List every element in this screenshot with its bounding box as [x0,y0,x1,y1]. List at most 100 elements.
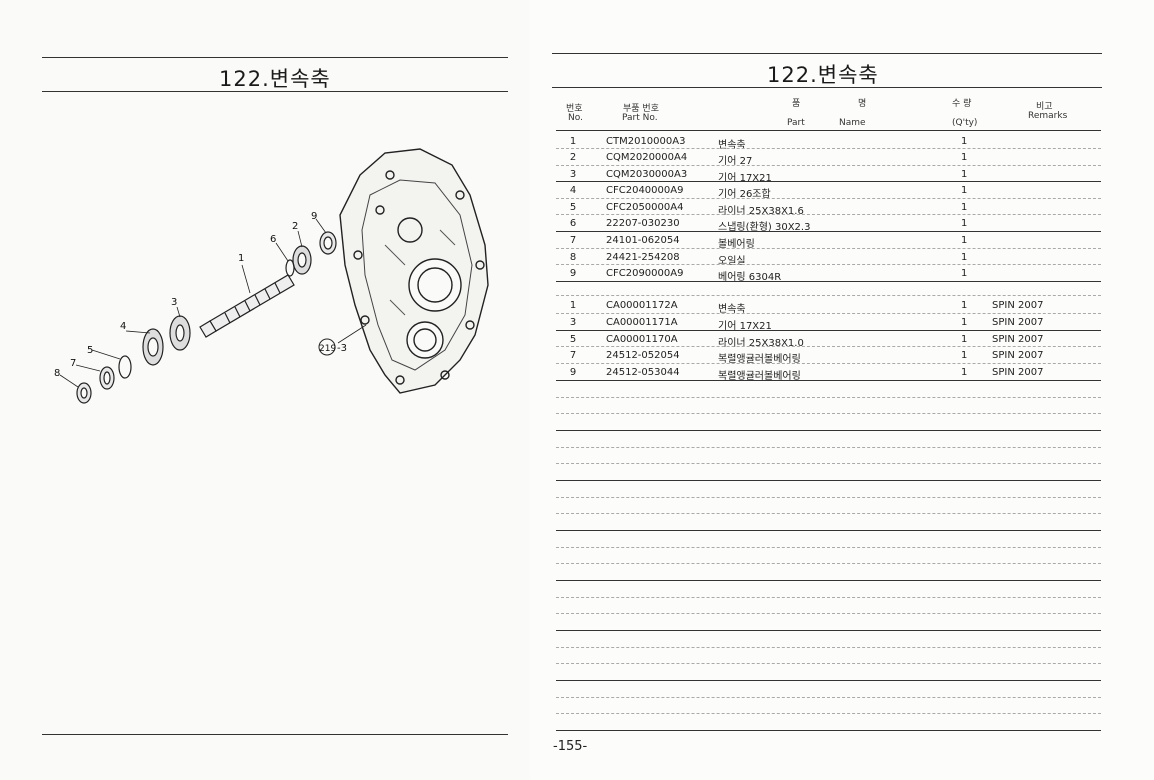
row-qty: 1 [961,169,968,180]
empty-row-line [556,697,1101,698]
row-remarks: SPIN 2007 [992,317,1044,328]
table-row: 5 CA00001170A 라이너 25X38X1.0 1 SPIN 2007 [556,332,1101,349]
right-title-rule-top [552,53,1102,54]
table-row: 1 CTM2010000A3 변속축 1 [556,134,1101,151]
page-number: -155- [553,739,588,754]
row-part-number: 24421-254208 [606,252,680,263]
header-name-en-part: Part [787,118,805,128]
row-part-name: 변속축 [718,140,746,151]
table-row: 3 CQM2030000A3 기어 17X21 1 [556,167,1101,184]
empty-row-line [556,663,1101,664]
row-part-number: CQM2020000A4 [606,152,688,163]
row-divider [556,295,1101,296]
table-row: 3 CA00001171A 기어 17X21 1 SPIN 2007 [556,315,1101,332]
row-part-name: 오일실 [718,256,746,267]
row-part-number: CQM2030000A3 [606,169,688,180]
row-divider [556,264,1101,265]
left-page-title: 122.변속축 [219,67,331,91]
row-remarks: SPIN 2007 [992,367,1044,378]
table-bottom-rule [556,730,1101,731]
row-part-name: 기어 27 [718,156,753,167]
table-row: 1 CA00001172A 변속축 1 SPIN 2007 [556,298,1101,315]
row-qty: 1 [961,252,968,263]
row-divider [556,346,1101,347]
row-part-number: CA00001171A [606,317,678,328]
row-part-number: CFC2090000A9 [606,268,684,279]
row-part-name: 스냅링(환형) 30X2.3 [718,222,811,233]
row-part-name: 라이너 25X38X1.0 [718,338,804,349]
row-qty: 1 [961,202,968,213]
row-divider [556,363,1101,364]
row-no: 4 [569,185,577,196]
oil-seal-8 [76,382,92,404]
bearing-9 [319,231,337,255]
row-qty: 1 [961,136,968,147]
row-divider [556,313,1101,314]
row-part-name: 라이너 25X38X1.6 [718,206,804,217]
empty-row-line-solid [556,680,1101,681]
right-title-rule-bottom [552,87,1102,88]
empty-row-line [556,597,1101,598]
row-remarks: SPIN 2007 [992,300,1044,311]
empty-row-line [556,547,1101,548]
row-no: 9 [569,268,577,279]
right-page-title: 122.변속축 [767,63,879,87]
callout-2: 2 [292,221,298,232]
row-no: 2 [569,152,577,163]
transmission-shaft [199,274,295,338]
row-divider-solid [556,380,1101,381]
row-no: 7 [569,235,577,246]
empty-row-line [556,463,1101,464]
header-no-en: No. [568,113,583,123]
header-part-ko: 부품 번호 [623,104,659,114]
row-part-name: 복렬앵귤러볼베어링 [718,354,801,365]
row-divider [556,148,1101,149]
header-qty-ko: 수 량 [952,99,972,109]
empty-row-line [556,397,1101,398]
row-no: 7 [569,350,577,361]
row-no: 9 [569,367,577,378]
empty-row-line-solid [556,480,1101,481]
header-rule [556,130,1101,131]
row-part-number: 24101-062054 [606,235,680,246]
empty-row-line [556,563,1101,564]
bearing-7 [99,366,115,390]
row-part-name: 변속축 [718,304,746,315]
snap-ring-6 [285,259,295,277]
row-qty: 1 [961,152,968,163]
row-qty: 1 [961,300,968,311]
empty-row-line-solid [556,630,1101,631]
empty-row-line [556,713,1101,714]
row-part-name: 볼베어링 [718,239,755,250]
header-part-en: Part No. [622,113,658,123]
row-no: 6 [569,218,577,229]
row-divider-solid [556,181,1101,182]
row-part-number: 24512-052054 [606,350,680,361]
empty-row-line [556,513,1101,514]
empty-row-line [556,647,1101,648]
table-row: 5 CFC2050000A4 라이너 25X38X1.6 1 [556,200,1101,217]
table-row: 9 24512-053044 복렬앵귤러볼베어링 1 SPIN 2007 [556,365,1101,382]
header-name-en-name: Name [839,118,866,128]
callout-1: 1 [238,253,244,264]
table-row: 7 24512-052054 복렬앵귤러볼베어링 1 SPIN 2007 [556,348,1101,365]
row-part-name: 기어 17X21 [718,321,772,332]
row-no: 1 [569,300,577,311]
empty-row-line-solid [556,530,1101,531]
left-title-rule-bottom [42,91,508,92]
row-divider [556,214,1101,215]
row-divider-solid [556,330,1101,331]
row-part-number: CFC2050000A4 [606,202,684,213]
transmission-case [339,148,489,394]
table-row: 9 CFC2090000A9 베어링 6304R 1 [556,266,1101,283]
row-qty: 1 [961,350,968,361]
row-part-number: CTM2010000A3 [606,136,686,147]
callout-3: 3 [171,297,177,308]
row-part-name: 기어 17X21 [718,173,772,184]
empty-row-line-solid [556,430,1101,431]
row-remarks: SPIN 2007 [992,350,1044,361]
row-remarks: SPIN 2007 [992,334,1044,345]
empty-row-line [556,447,1101,448]
gear-3 [169,315,191,351]
row-qty: 1 [961,218,968,229]
